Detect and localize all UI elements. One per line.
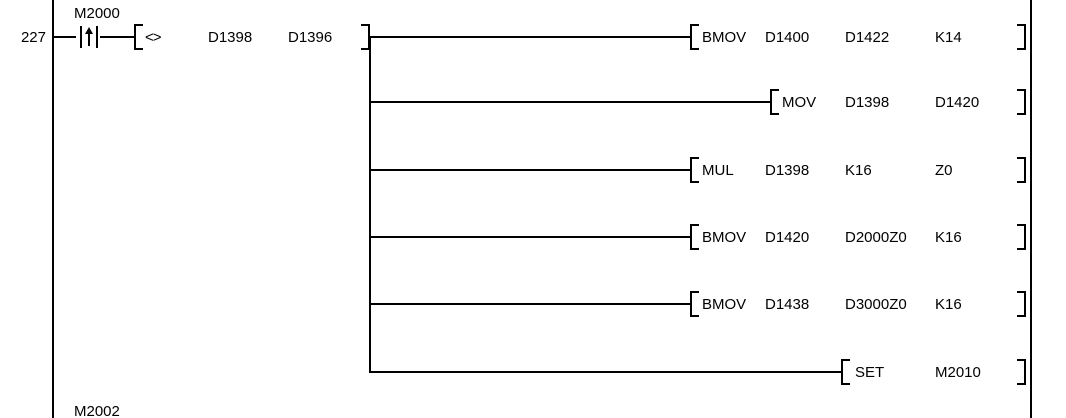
instruction-close-bracket-1 bbox=[1017, 24, 1026, 50]
compare-operator[interactable]: <> bbox=[145, 29, 162, 46]
instruction-operand-6-1[interactable]: M2010 bbox=[935, 364, 981, 381]
instruction-operand-3-2[interactable]: K16 bbox=[845, 162, 872, 179]
instruction-close-bracket-5 bbox=[1017, 291, 1026, 317]
instruction-open-bracket-6 bbox=[841, 359, 850, 385]
output-wire-5 bbox=[369, 303, 691, 305]
instruction-open-bracket-4 bbox=[690, 224, 699, 250]
instruction-operand-1-3[interactable]: K14 bbox=[935, 29, 962, 46]
instruction-close-bracket-3 bbox=[1017, 157, 1026, 183]
instruction-name-4[interactable]: BMOV bbox=[702, 229, 747, 246]
rung-wire-left bbox=[52, 36, 76, 38]
right-power-rail bbox=[1030, 0, 1032, 418]
instruction-operand-4-2[interactable]: D2000Z0 bbox=[845, 229, 907, 246]
output-wire-3 bbox=[369, 169, 691, 171]
output-wire-6 bbox=[369, 371, 842, 373]
instruction-operand-3-1[interactable]: D1398 bbox=[765, 162, 810, 179]
output-wire-2 bbox=[369, 101, 771, 103]
instruction-operand-4-1[interactable]: D1420 bbox=[765, 229, 810, 246]
instruction-operand-2-2[interactable]: D1420 bbox=[935, 94, 980, 111]
step-number: 227 bbox=[20, 29, 46, 46]
rung-wire-contact-to-compare bbox=[100, 36, 134, 38]
instruction-operand-5-3[interactable]: K16 bbox=[935, 296, 962, 313]
instruction-operand-1-2[interactable]: D1422 bbox=[845, 29, 890, 46]
instruction-operand-3-3[interactable]: Z0 bbox=[935, 162, 953, 179]
rising-edge-contact-icon[interactable] bbox=[76, 26, 102, 48]
left-power-rail bbox=[52, 0, 54, 418]
branch-bus-vertical bbox=[369, 36, 371, 373]
compare-operand-2[interactable]: D1396 bbox=[288, 29, 333, 46]
instruction-open-bracket-2 bbox=[770, 89, 779, 115]
instruction-close-bracket-2 bbox=[1017, 89, 1026, 115]
instruction-name-6[interactable]: SET bbox=[855, 364, 885, 381]
output-wire-1 bbox=[369, 36, 691, 38]
instruction-operand-1-1[interactable]: D1400 bbox=[765, 29, 810, 46]
instruction-open-bracket-3 bbox=[690, 157, 699, 183]
instruction-close-bracket-6 bbox=[1017, 359, 1026, 385]
instruction-name-3[interactable]: MUL bbox=[702, 162, 734, 179]
next-rung-device-label: M2002 bbox=[74, 403, 120, 418]
instruction-close-bracket-4 bbox=[1017, 224, 1026, 250]
instruction-operand-5-2[interactable]: D3000Z0 bbox=[845, 296, 907, 313]
output-wire-4 bbox=[369, 236, 691, 238]
compare-open-bracket bbox=[134, 24, 143, 50]
instruction-open-bracket-5 bbox=[690, 291, 699, 317]
compare-operand-1[interactable]: D1398 bbox=[208, 29, 253, 46]
instruction-operand-4-3[interactable]: K16 bbox=[935, 229, 962, 246]
instruction-operand-2-1[interactable]: D1398 bbox=[845, 94, 890, 111]
instruction-open-bracket-1 bbox=[690, 24, 699, 50]
instruction-name-2[interactable]: MOV bbox=[782, 94, 817, 111]
instruction-name-1[interactable]: BMOV bbox=[702, 29, 747, 46]
instruction-operand-5-1[interactable]: D1438 bbox=[765, 296, 810, 313]
contact-device-label: M2000 bbox=[74, 5, 120, 22]
instruction-name-5[interactable]: BMOV bbox=[702, 296, 747, 313]
